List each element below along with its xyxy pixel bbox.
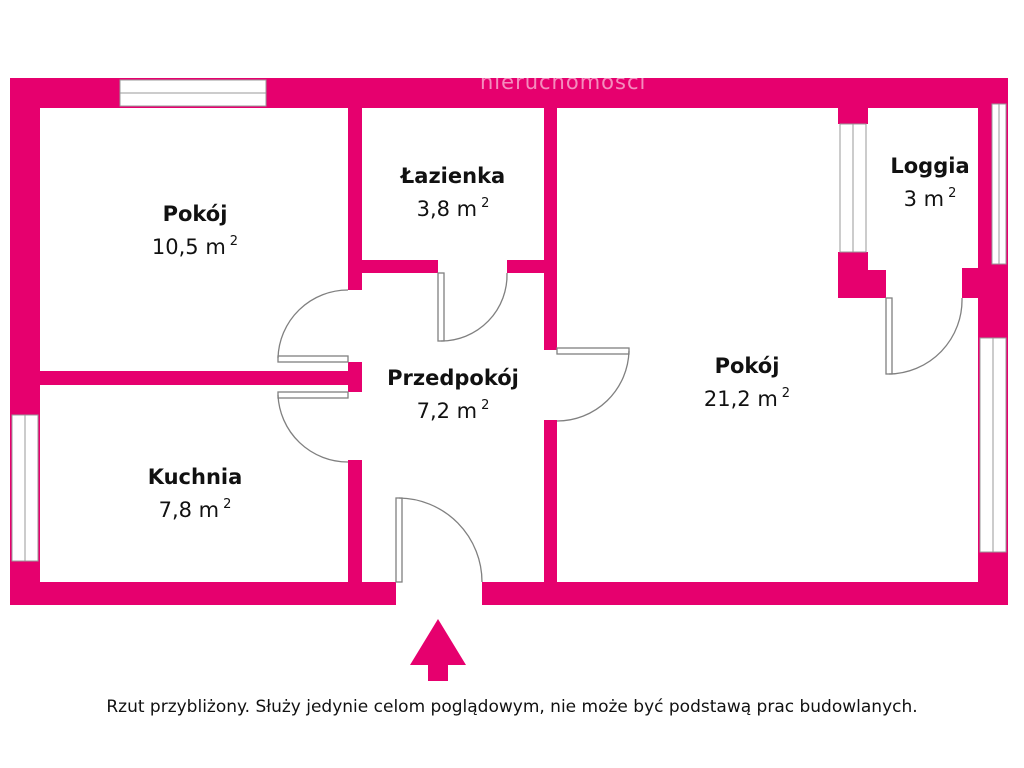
wall-bottom-right [482,582,1008,605]
disclaimer-text: Rzut przybliżony. Służy jedynie celom po… [106,697,918,717]
wall-loggia-left-upper [838,96,868,124]
watermark: nieruchomosci [480,70,647,94]
room-name: Pokój [714,354,780,378]
wall-bath-bottom-left [362,260,438,273]
door-pokoj-left [277,289,349,363]
door-kuchnia [277,391,349,463]
room-name: Łazienka [400,164,506,188]
room-name: Przedpokój [387,366,519,390]
wall-hall-left-upper [348,108,362,290]
room-name: Loggia [890,154,970,178]
wall-hall-right-upper [544,108,557,350]
wall-hall-right-lower [544,420,557,582]
room-name: Pokój [162,202,228,226]
wall-bottom-left [10,582,396,605]
room-name: Kuchnia [147,465,243,489]
wall-hall-left-lower [348,460,362,582]
arrow-up-icon [410,619,466,681]
wall-loggia-bottom-left [838,270,886,298]
wall-pokoj-kuchnia [40,371,360,385]
door-pokoj-right [556,347,630,422]
door-loggia [885,297,963,375]
door-lazienka [437,272,508,342]
wall-hall-left-stub [348,362,362,392]
wall-loggia-top [838,78,1008,96]
door-entrance [395,497,483,583]
doors [277,272,963,583]
windows [11,79,1007,562]
walls [10,78,1008,605]
wall-right-pier [978,264,1008,338]
